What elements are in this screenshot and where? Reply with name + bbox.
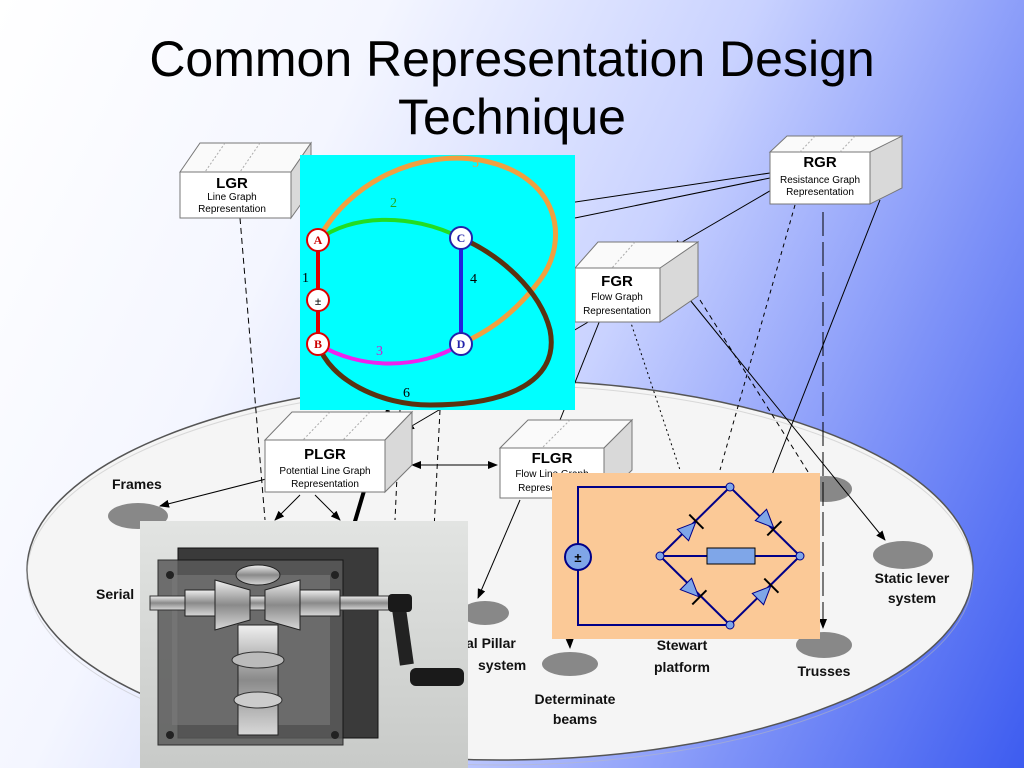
graph-edge-2-label: 2: [390, 196, 397, 211]
plgr-line1: Potential Line Graph: [279, 466, 370, 477]
circuit-inset: ±: [552, 473, 820, 639]
circuit-diode-tl: [676, 513, 705, 542]
stewart-label-1: Stewart: [657, 637, 708, 653]
circuit-top-wire: [577, 486, 730, 545]
rgr-dashed: [719, 204, 796, 471]
photo-spindle: [237, 624, 279, 736]
graph-edge-6-label: 6: [403, 386, 410, 401]
graph-source-node: [306, 288, 330, 312]
graph-edge-3-label: 3: [376, 344, 383, 359]
graph-node-c: [449, 226, 473, 250]
pillar-label-1: al Pillar: [466, 635, 516, 651]
bevel-gear-photo: [140, 521, 468, 768]
plgr-to-serial-arrow-2: [314, 494, 341, 521]
fgr-to-lever-arrow: [689, 299, 886, 541]
circuit-source-label: ±: [574, 550, 581, 565]
rgr-box: RGR Resistance Graph Representation: [768, 135, 904, 205]
circuit-resistor: [706, 547, 756, 565]
rgr-to-fgr-arrow: [671, 184, 781, 249]
plgr-to-serial-arrow-1: [274, 494, 301, 521]
lever-label-1: Static lever: [875, 570, 950, 586]
fgr-dashed-1: [629, 319, 681, 471]
pillar-label-2: system: [478, 657, 526, 673]
fgr-abbr: FGR: [601, 273, 633, 290]
fgr-dashed-2: [699, 299, 811, 476]
fgr-line2: Representation: [583, 306, 651, 317]
title-line-1: Common Representation Design: [149, 31, 875, 87]
graph-edge-3: [316, 342, 463, 366]
beams-blob: [542, 652, 598, 676]
graph-node-b-label: B: [314, 337, 322, 351]
photo-bevel-gear-center: [235, 564, 281, 586]
rgr-abbr: RGR: [803, 154, 837, 171]
graph-edge-2: [316, 217, 462, 242]
circuit-bottom-wire: [577, 570, 730, 626]
frames-label: Frames: [112, 476, 162, 492]
flgr-to-pillar-arrow: [477, 499, 521, 599]
lgr-abbr: LGR: [216, 175, 248, 192]
serial-label: Serial: [96, 586, 134, 602]
graph-node-a: [306, 228, 330, 252]
graph-inset-background: [300, 155, 575, 410]
lgr-dashed-line: [239, 217, 266, 521]
circuit-node-right: [795, 551, 805, 561]
circuit-source: [564, 543, 592, 571]
circuit-diode-br: [751, 577, 780, 606]
rgr-line2: Representation: [786, 187, 854, 198]
circuit-node-bottom: [725, 620, 735, 630]
plgr-abbr: PLGR: [304, 446, 346, 463]
pillar-blob: [461, 601, 509, 625]
photo-crank-knob: [410, 668, 464, 686]
lgr-line1: Line Graph: [207, 192, 256, 203]
beams-label-1: Determinate: [535, 691, 616, 707]
lgr-box: LGR Line Graph Representation: [179, 141, 312, 220]
circuit-diode-bl: [679, 577, 708, 606]
graph-edge-4-label: 4: [470, 272, 477, 287]
fgr-line1: Flow Graph: [591, 292, 643, 303]
graph-node-c-label: C: [457, 231, 466, 245]
graph-node-d: [449, 332, 473, 356]
beams-label-2: beams: [553, 711, 598, 727]
stewart-label-2: platform: [654, 659, 710, 675]
lever-blob: [873, 541, 933, 569]
rgr-to-graph-line: [574, 177, 771, 219]
graph-edge-6: [315, 235, 554, 408]
graph-source-label: ±: [315, 294, 322, 308]
graph-edge-1-label: 1: [302, 271, 309, 286]
graph-edge-5-label: 5: [472, 156, 479, 171]
circuit-node-top: [725, 482, 735, 492]
trusses-label: Trusses: [798, 663, 851, 679]
rgr-to-stewart-line: [769, 199, 881, 481]
plgr-line2: Representation: [291, 479, 359, 490]
title-line-2: Technique: [398, 89, 626, 145]
circuit-node-left: [655, 551, 665, 561]
flgr-abbr: FLGR: [532, 450, 573, 467]
graph-node-a-label: A: [314, 233, 323, 247]
graph-node-b: [306, 332, 330, 356]
fgr-box: FGR Flow Graph Representation: [573, 241, 700, 323]
lgr-line2: Representation: [198, 204, 266, 215]
circuit-diode-tr: [754, 508, 783, 537]
lever-label-2: system: [888, 590, 936, 606]
graph-inset: A B ± C D 1 2 3 4 5 6: [300, 155, 575, 410]
rgr-line1: Resistance Graph: [780, 175, 860, 186]
plgr-box: PLGR Potential Line Graph Representation: [263, 410, 414, 494]
plgr-to-frames-arrow: [159, 477, 271, 508]
graph-edge-5: [315, 155, 559, 347]
graph-node-d-label: D: [457, 337, 466, 351]
slide-title: Common Representation Design Technique: [0, 30, 1024, 146]
photo-crank-arm: [390, 594, 414, 666]
